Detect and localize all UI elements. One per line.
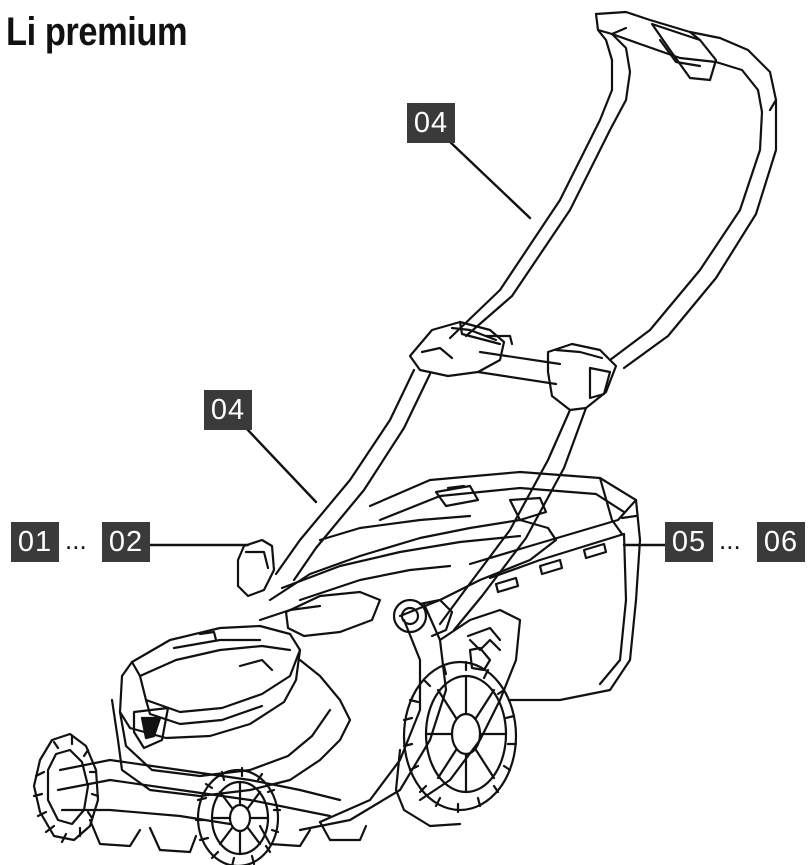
callout-01: 01 xyxy=(11,522,59,562)
handle-knobs xyxy=(236,538,454,638)
callout-02: 02 xyxy=(102,522,150,562)
range-separator-right: ... xyxy=(719,525,741,555)
leader-line-top-handle xyxy=(446,138,532,220)
front-bumper xyxy=(56,758,368,854)
handle-grip xyxy=(594,10,778,114)
range-separator-left: ... xyxy=(65,525,87,555)
handle-clamps xyxy=(408,320,618,412)
callout-04-lower-handle: 04 xyxy=(204,390,252,430)
grass-collector xyxy=(368,470,642,702)
callout-04-top-handle: 04 xyxy=(407,103,455,143)
left-handle-tube xyxy=(448,28,632,340)
page-title: Li premium xyxy=(6,10,188,54)
callout-05: 05 xyxy=(665,522,713,562)
mower-body xyxy=(258,514,558,832)
leader-line-lower-handle xyxy=(244,426,318,504)
front-left-wheel xyxy=(32,732,100,844)
rear-wheels xyxy=(394,638,518,828)
callout-06: 06 xyxy=(757,522,805,562)
front-shroud xyxy=(110,658,352,798)
right-handle-tube xyxy=(608,98,778,370)
front-right-wheel xyxy=(194,766,282,865)
lower-handle-tubes xyxy=(274,368,588,632)
battery-cover xyxy=(118,624,302,740)
leader-lines xyxy=(148,138,667,547)
